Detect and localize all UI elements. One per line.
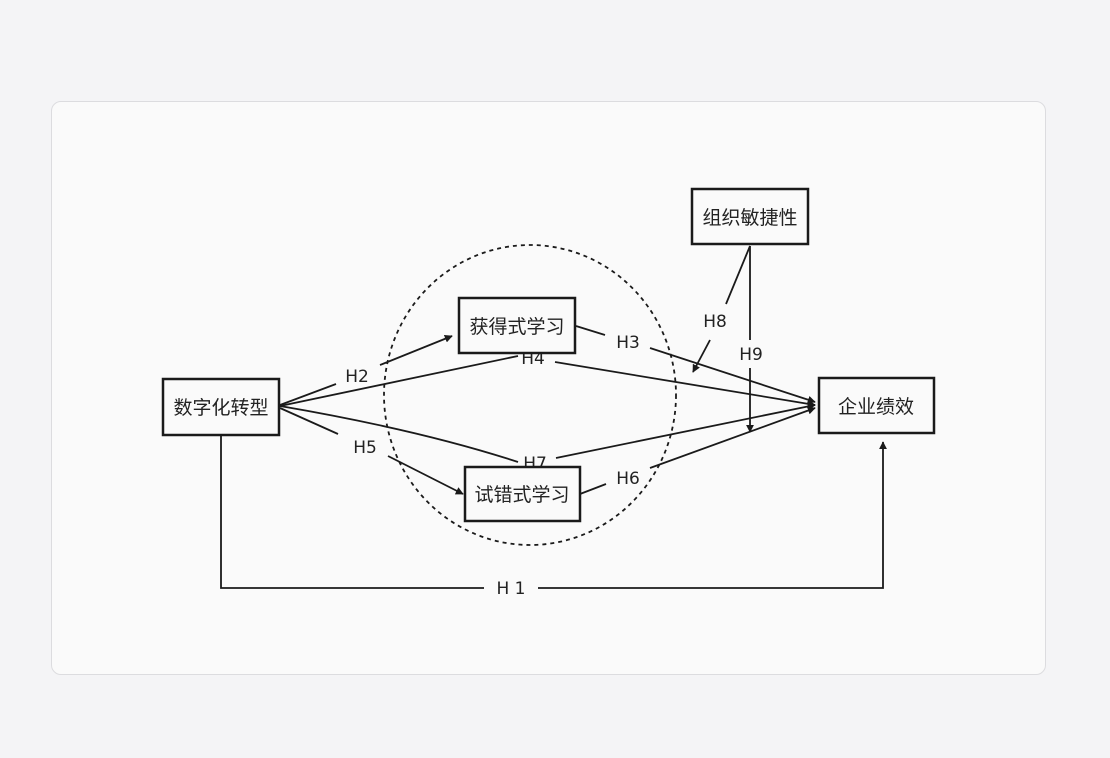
label-h1: H 1 [496, 579, 525, 599]
node-acquisitive-learning: 获得式学习 [457, 296, 577, 355]
mediator-group-circle [383, 244, 677, 546]
node-label-acquisitive-learning: 获得式学习 [469, 316, 564, 338]
path-h5: H5 [279, 407, 464, 495]
label-h5: H5 [353, 438, 377, 458]
node-label-digital-transformation: 数字化转型 [173, 397, 268, 419]
node-digital-transformation: 数字化转型 [161, 377, 281, 437]
label-h2: H2 [345, 367, 369, 387]
node-firm-performance: 企业绩效 [817, 376, 936, 435]
path-h1: H 1 [220, 436, 887, 599]
path-h8: H8 [692, 245, 751, 373]
path-h6: H6 [579, 406, 816, 495]
label-h6: H6 [616, 469, 640, 489]
node-label-experimental-learning: 试错式学习 [474, 484, 569, 506]
path-h9: H9 [739, 246, 763, 433]
path-h3: H3 [575, 325, 816, 404]
label-h3: H3 [616, 333, 640, 353]
node-organizational-agility: 组织敏捷性 [690, 187, 810, 246]
node-label-firm-performance: 企业绩效 [838, 396, 914, 418]
path-h2: H2 [279, 334, 453, 406]
label-h8: H8 [703, 312, 727, 332]
label-h9: H9 [739, 345, 763, 365]
node-label-organizational-agility: 组织敏捷性 [702, 207, 797, 229]
node-experimental-learning: 试错式学习 [463, 465, 582, 523]
